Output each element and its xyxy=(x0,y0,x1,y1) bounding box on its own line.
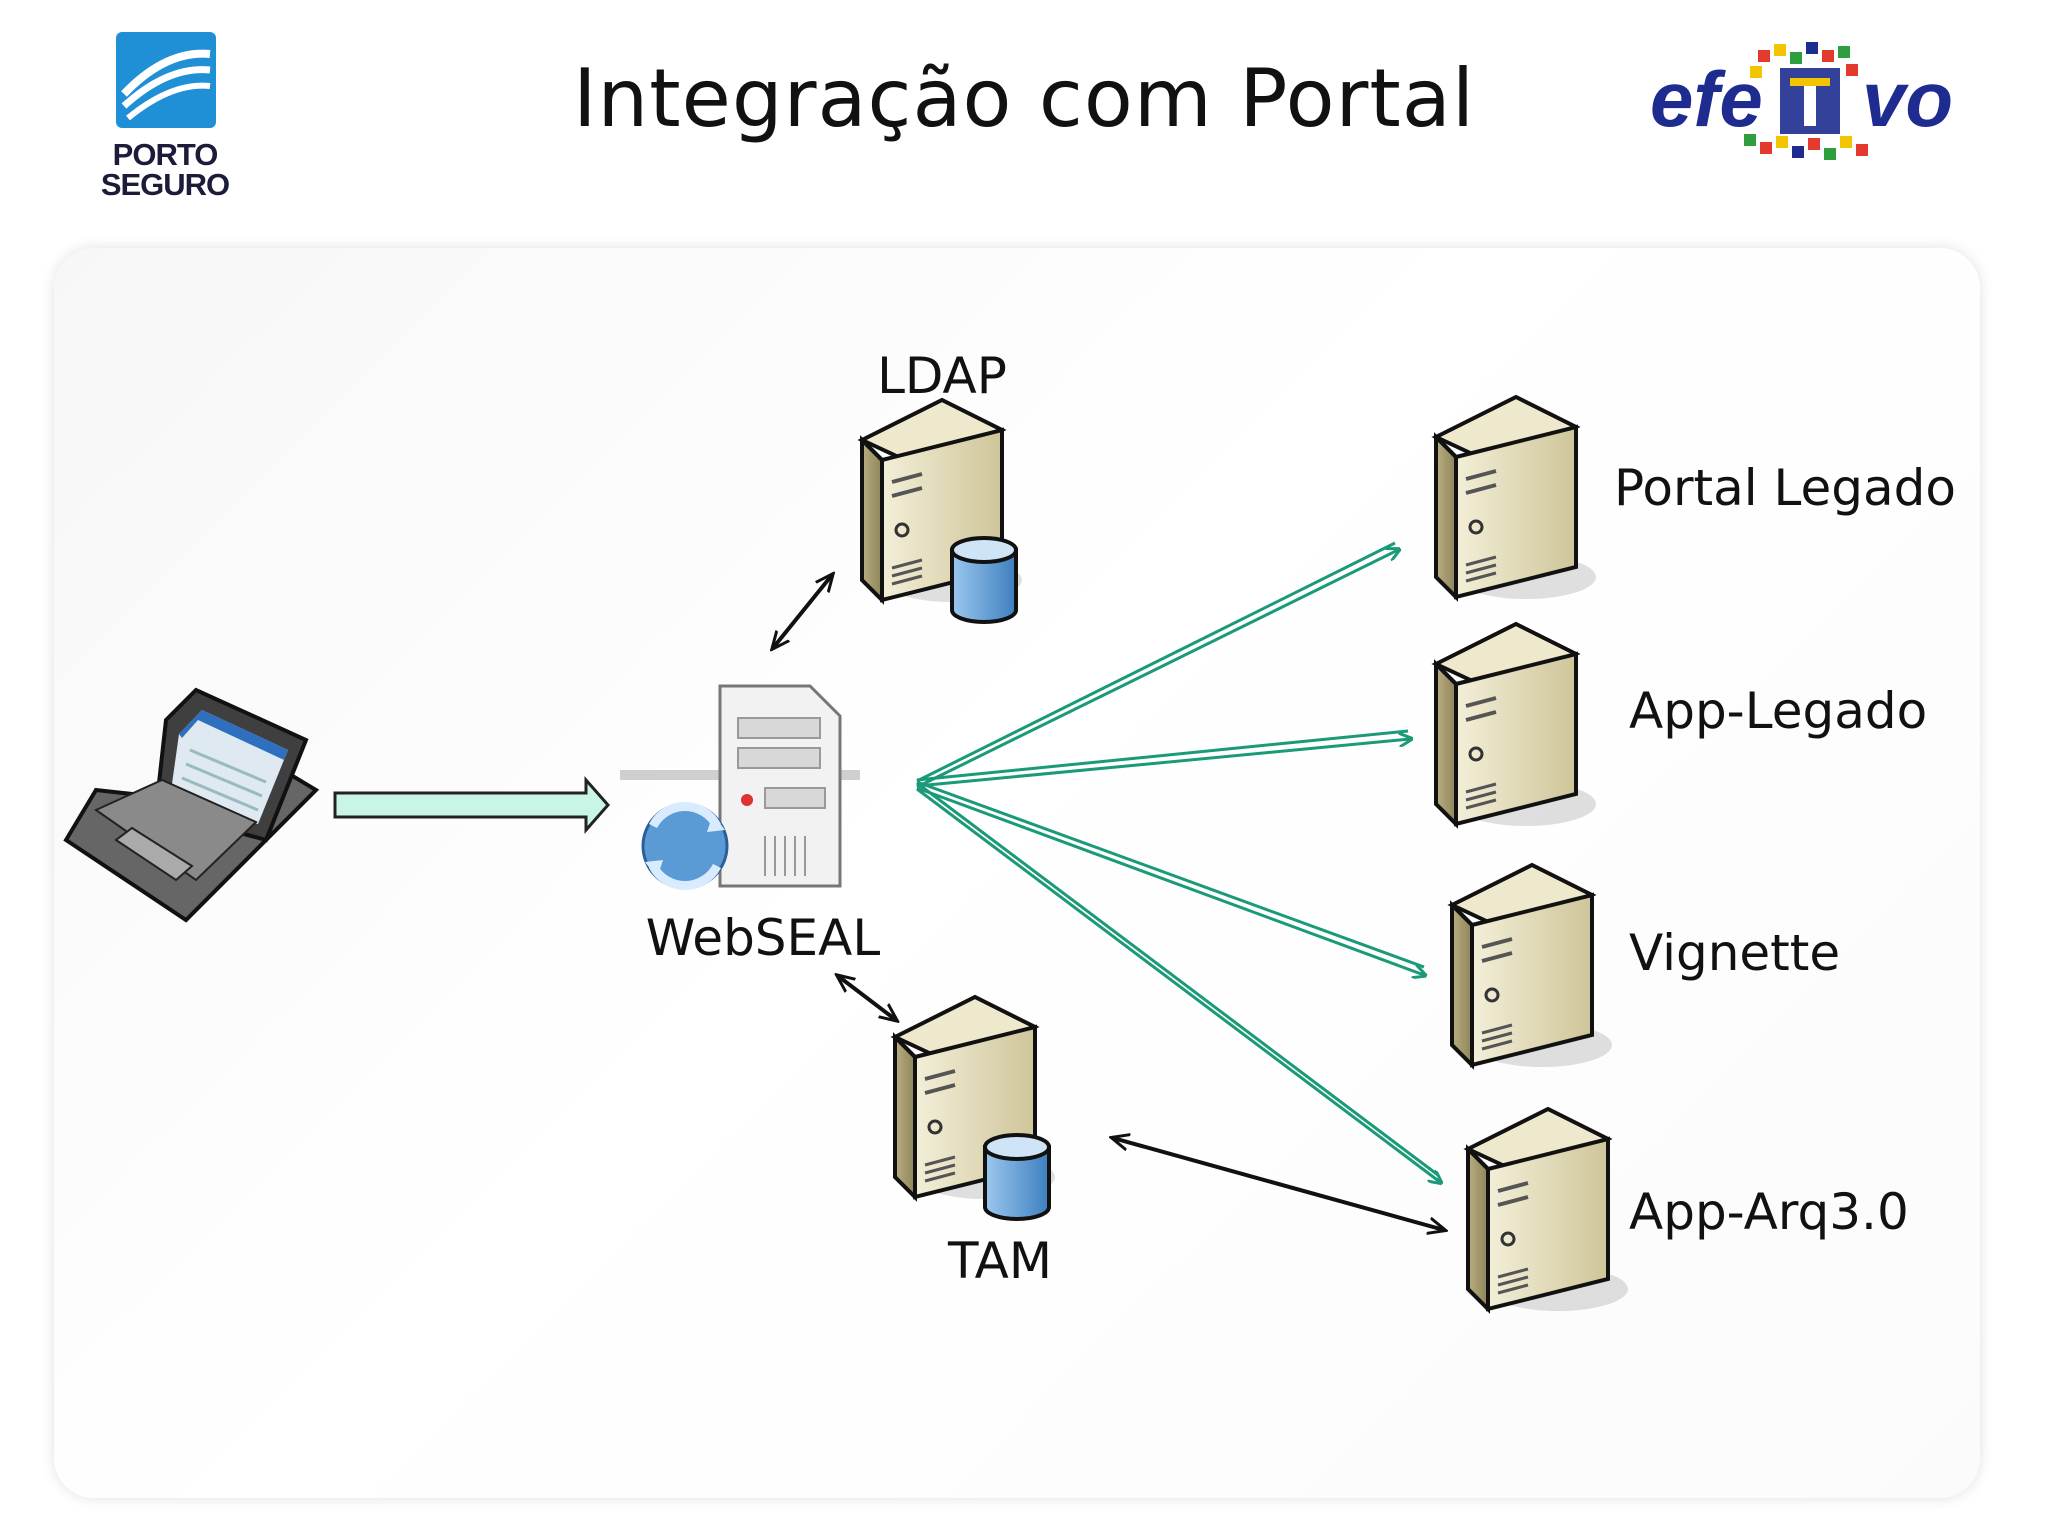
efetivo-logo: efe vo xyxy=(1640,38,1980,178)
tam-label: TAM xyxy=(947,1232,1052,1290)
arrow-to-app-legado xyxy=(916,729,1409,782)
app-legado-server-icon xyxy=(1434,622,1598,828)
efetivo-mosaic-icon xyxy=(1744,42,1868,160)
arrow-to-app-arq xyxy=(916,781,1439,1177)
arrow-to-app-arq-inner xyxy=(916,787,1440,1182)
client-to-webseal-arrow xyxy=(333,776,610,834)
portal-legado-server-icon xyxy=(1434,395,1598,601)
client-laptop-icon xyxy=(63,687,320,923)
arrow-to-portal-legado-inner xyxy=(916,550,1398,789)
efetivo-logo-text-end: vo xyxy=(1862,55,1953,143)
arrow-to-app-legado-inner xyxy=(916,739,1410,788)
webseal-ldap-link xyxy=(773,575,832,648)
porto-seguro-logo: PORTO SEGURO xyxy=(100,32,250,207)
ldap-label: LDAP xyxy=(877,347,1007,405)
app-legado-label: App-Legado xyxy=(1629,682,1927,740)
webseal-fanout-arrows xyxy=(916,541,1440,1182)
app-arq-server-icon xyxy=(1466,1107,1630,1313)
tam-database-server-icon xyxy=(895,997,1055,1219)
webseal-label: WebSEAL xyxy=(646,909,881,967)
porto-logo-line-2: SEGURO xyxy=(100,167,230,202)
ldap-database-server-icon xyxy=(862,400,1022,622)
diagram-panel xyxy=(54,248,1980,1498)
portal-legado-label: Portal Legado xyxy=(1614,459,1956,517)
page-title: Integração com Portal xyxy=(572,52,1476,145)
tam-app-arq-link xyxy=(1113,1138,1444,1230)
arrow-to-portal-legado xyxy=(916,541,1396,783)
vignette-label: Vignette xyxy=(1629,924,1840,982)
arrow-to-vignette-inner xyxy=(916,786,1424,975)
webseal-tam-link xyxy=(838,976,896,1020)
webseal-server-icon xyxy=(620,684,860,890)
efetivo-logo-text: efe xyxy=(1650,55,1763,143)
porto-seguro-emblem-icon xyxy=(116,32,216,128)
porto-logo-line-1: PORTO xyxy=(112,137,219,172)
app-arq-label: App-Arq3.0 xyxy=(1629,1183,1909,1241)
vignette-server-icon xyxy=(1450,863,1614,1069)
arrow-to-vignette xyxy=(916,780,1425,969)
